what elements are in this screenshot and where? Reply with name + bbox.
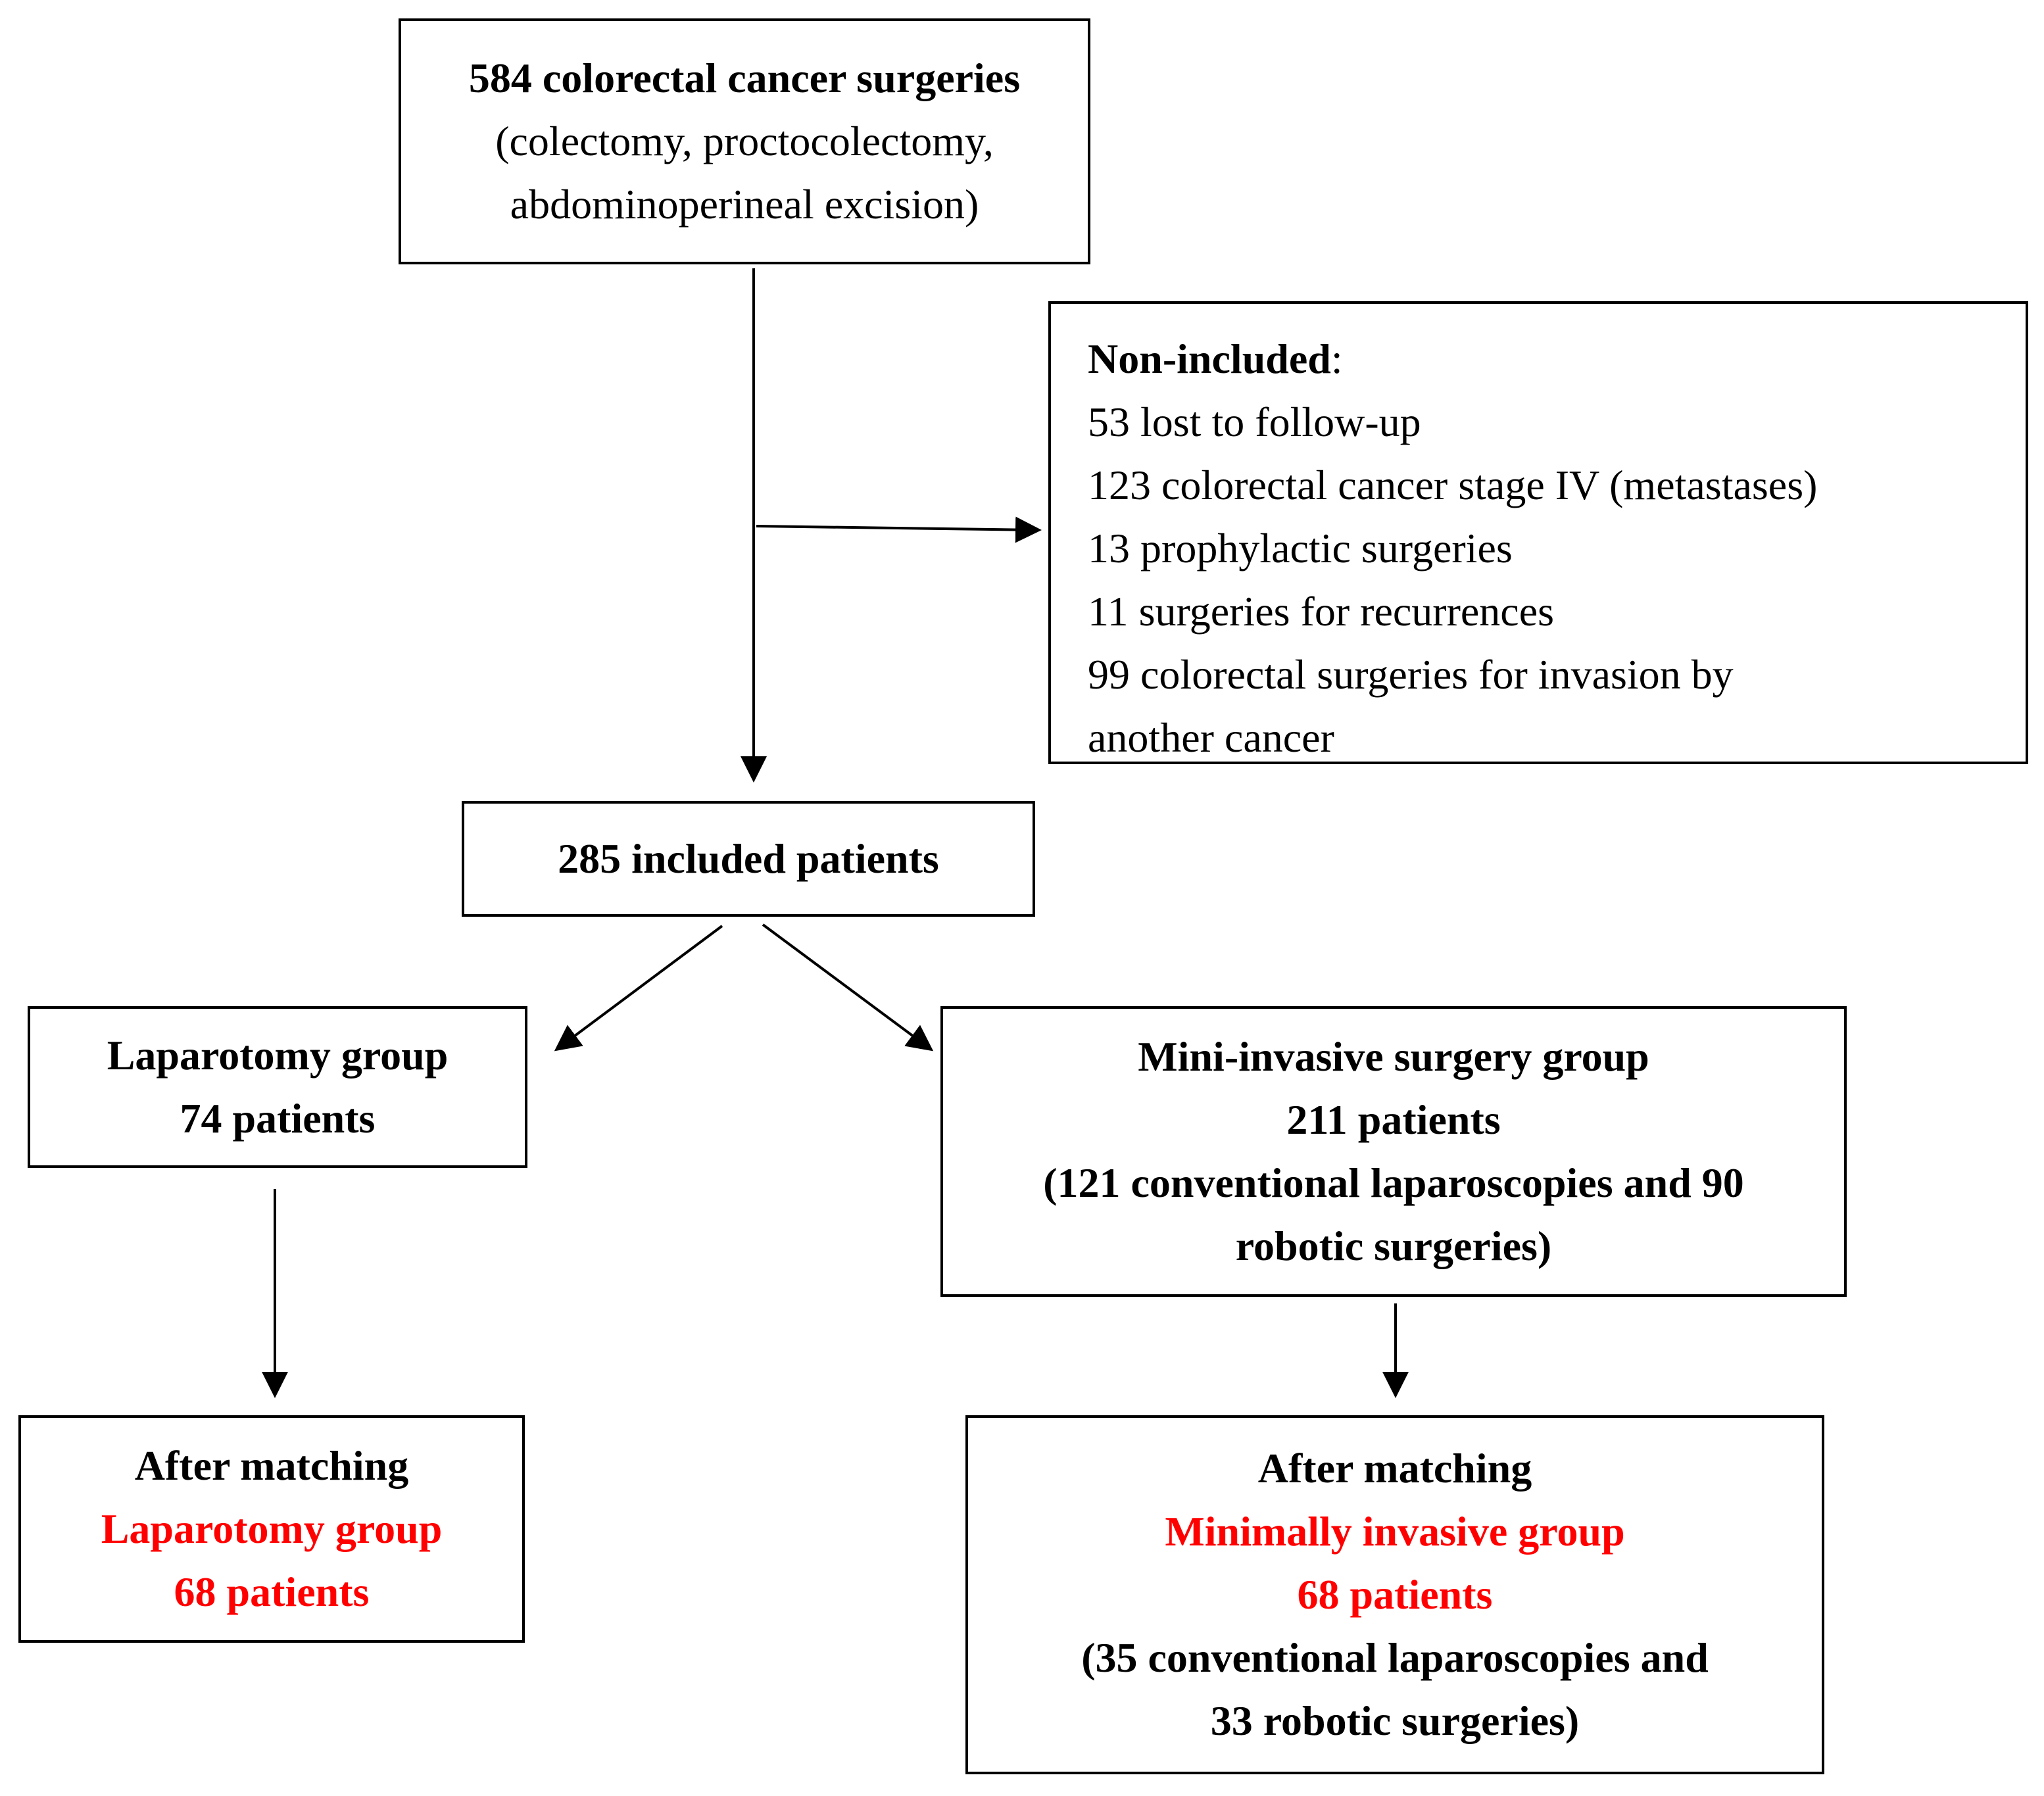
excluded-title: Non-included: [1088, 335, 1331, 382]
excluded-title-suffix: :: [1330, 335, 1343, 382]
matched-minimal-group: Minimally invasive group: [1165, 1508, 1625, 1555]
mini-invasive-box: Mini-invasive surgery group 211 patients…: [940, 1006, 1847, 1297]
mini-invasive-detail-2: robotic surgeries): [1235, 1223, 1552, 1269]
start-line-2: abdominoperineal excision): [510, 181, 979, 228]
mini-invasive-title: Mini-invasive surgery group: [1138, 1033, 1649, 1080]
laparotomy-count: 74 patients: [180, 1095, 376, 1142]
matched-minimal-count: 68 patients: [1297, 1571, 1493, 1618]
arrow-included-to-mini-invasive: [762, 923, 934, 1052]
start-line-1: (colectomy, proctocolectomy,: [495, 118, 994, 164]
arrow-included-to-laparotomy: [554, 925, 723, 1052]
matched-minimal-heading: After matching: [1257, 1445, 1532, 1492]
laparotomy-box: Laparotomy group 74 patients: [28, 1006, 527, 1168]
matched-laparotomy-box: After matching Laparotomy group 68 patie…: [18, 1415, 525, 1643]
matched-minimal-detail-2: 33 robotic surgeries): [1210, 1697, 1580, 1744]
start-title: 584 colorectal cancer surgeries: [468, 55, 1021, 101]
laparotomy-title: Laparotomy group: [107, 1032, 449, 1079]
included-title: 285 included patients: [558, 835, 939, 882]
arrow-to-excluded: [756, 516, 1042, 543]
excluded-item: 11 surgeries for recurrences: [1088, 588, 1554, 635]
matched-minimal-detail-1: (35 conventional laparoscopies and: [1081, 1634, 1709, 1681]
matched-laparotomy-count: 68 patients: [174, 1568, 370, 1615]
excluded-item: 123 colorectal cancer stage IV (metastas…: [1088, 462, 1818, 508]
matched-laparotomy-heading: After matching: [134, 1442, 409, 1489]
excluded-item: another cancer: [1088, 714, 1334, 761]
mini-invasive-count: 211 patients: [1286, 1096, 1501, 1143]
matched-minimal-box: After matching Minimally invasive group …: [965, 1415, 1824, 1774]
included-box: 285 included patients: [462, 801, 1035, 917]
excluded-title-line: Non-included:: [1088, 328, 2026, 391]
excluded-item: 99 colorectal surgeries for invasion by: [1088, 651, 1734, 698]
excluded-box: Non-included: 53 lost to follow-up 123 c…: [1048, 301, 2028, 764]
excluded-item: 53 lost to follow-up: [1088, 399, 1421, 445]
excluded-item: 13 prophylactic surgeries: [1088, 525, 1513, 571]
mini-invasive-detail-1: (121 conventional laparoscopies and 90: [1043, 1159, 1744, 1206]
matched-laparotomy-group: Laparotomy group: [101, 1505, 443, 1552]
start-box: 584 colorectal cancer surgeries (colecto…: [399, 18, 1090, 264]
